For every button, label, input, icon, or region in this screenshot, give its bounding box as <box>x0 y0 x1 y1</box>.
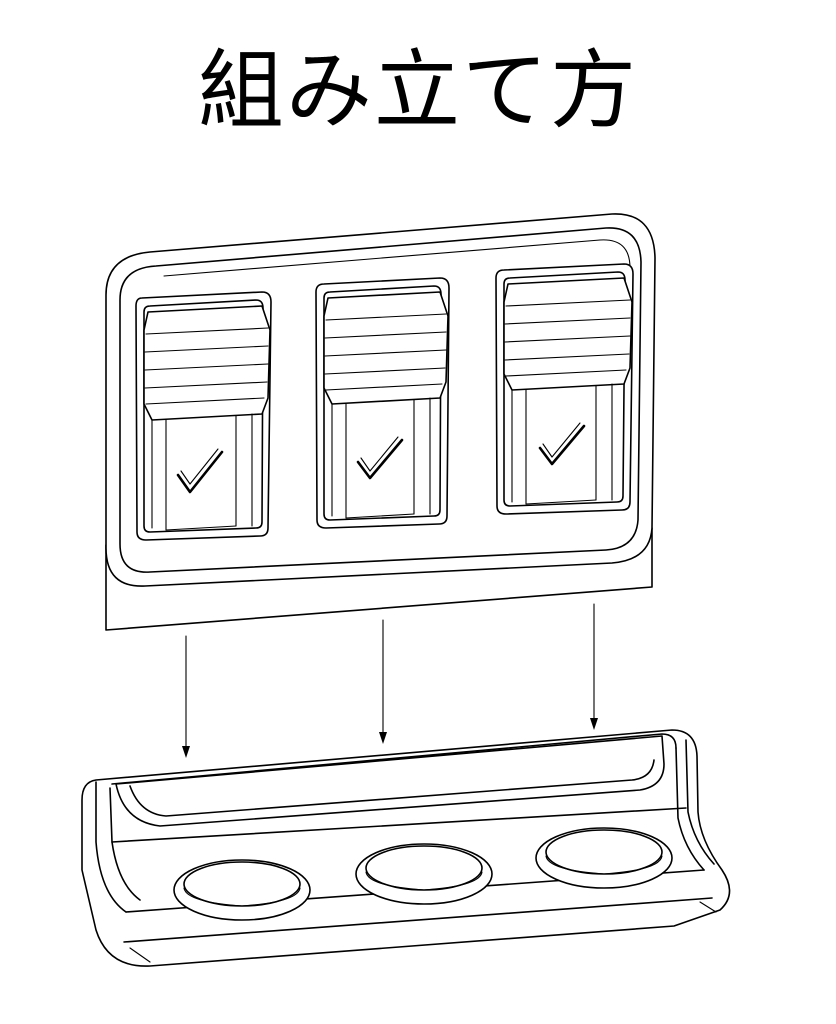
pad-top <box>545 829 663 875</box>
tray-back-top <box>111 733 677 785</box>
holder-slot-2 <box>315 277 450 529</box>
holder-frame-highlight <box>163 239 631 277</box>
tray-feet <box>129 901 717 963</box>
tray-right-wall <box>675 747 705 871</box>
body-bottom <box>345 513 415 519</box>
check-icon <box>356 438 404 480</box>
tray-pad-3 <box>535 827 673 889</box>
check-icon <box>538 424 586 466</box>
tray-pad-1 <box>173 859 311 921</box>
assembly-arrows <box>182 603 598 758</box>
body-grooves <box>511 383 613 505</box>
cap <box>323 291 449 405</box>
body-grooves <box>331 397 431 519</box>
holder-frame-inner <box>119 227 642 573</box>
body-bottom <box>525 499 597 505</box>
tray-channel-inner <box>129 759 655 817</box>
arrow-head-2 <box>379 732 387 744</box>
tray-pad-2 <box>355 843 493 905</box>
arrow-head-3 <box>590 718 598 730</box>
tray-right-wall-inner <box>685 739 715 865</box>
holder-slot-3 <box>495 263 634 515</box>
cap-ribs <box>324 313 447 391</box>
tray-channel <box>115 735 665 827</box>
body-grooves <box>151 413 253 531</box>
cap <box>503 277 633 391</box>
holder-slot-1 <box>135 291 272 541</box>
pad-top <box>183 861 301 907</box>
cap-ribs <box>504 299 631 377</box>
check-icon <box>176 450 224 494</box>
tray-floor-line <box>111 807 687 843</box>
pad-rim <box>365 871 483 891</box>
pad-rim <box>183 887 301 907</box>
check-icon-outline <box>360 436 399 472</box>
pad-rim <box>545 855 663 875</box>
slot-inner <box>503 271 626 507</box>
arrow-head-1 <box>182 746 190 758</box>
tray-floor-front-edge <box>123 897 713 943</box>
slot-inner <box>143 299 264 533</box>
slot-inner <box>323 285 442 521</box>
cap <box>143 305 271 421</box>
tray-left-wall <box>95 781 127 913</box>
pad-top <box>365 845 483 891</box>
body-bottom <box>165 525 237 531</box>
cap-ribs <box>144 327 269 405</box>
page-title: 組み立て方 <box>198 41 638 141</box>
check-icon-outline <box>180 448 219 485</box>
check-icon-outline <box>542 422 581 458</box>
